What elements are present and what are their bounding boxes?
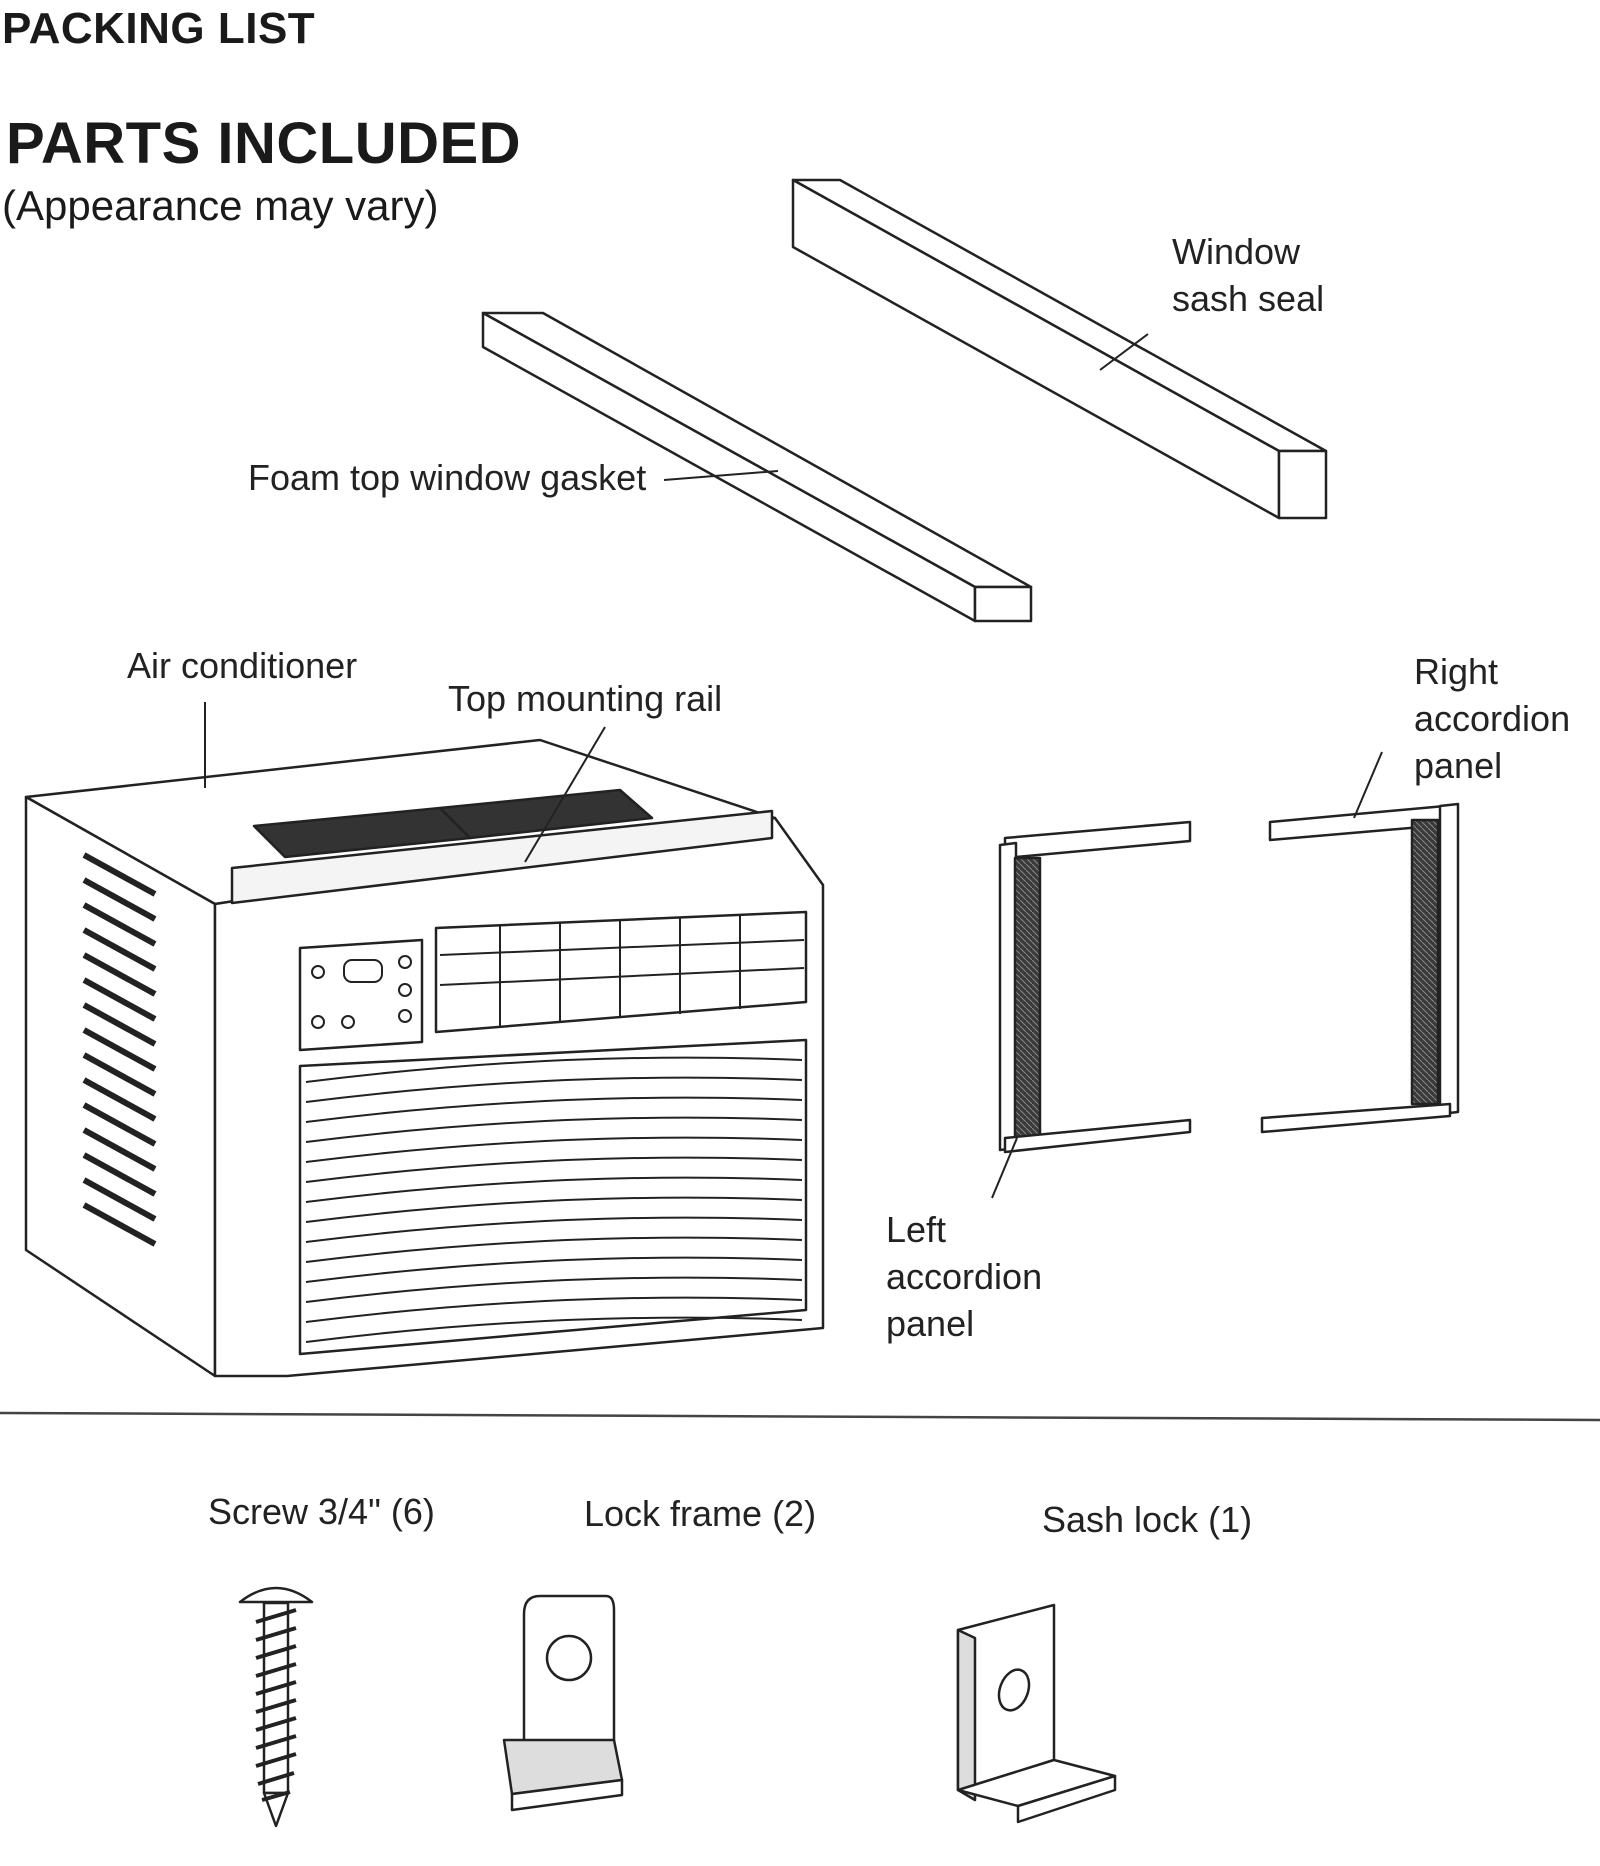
foam-gasket-label: Foam top window gasket bbox=[248, 457, 647, 498]
page-title: PACKING LIST bbox=[2, 4, 316, 53]
right-accordion-panel-leader bbox=[1353, 751, 1383, 819]
right-accordion-panel-drawing bbox=[1260, 802, 1460, 1134]
ac-vent-louvers bbox=[439, 915, 805, 1026]
left-accordion-panel-drawing bbox=[998, 820, 1192, 1154]
left-accordion-panel-leader bbox=[991, 1137, 1018, 1199]
section-title: PARTS INCLUDED bbox=[6, 111, 522, 176]
right-accordion-panel-label: Right accordion panel bbox=[1414, 651, 1571, 786]
screw-label: Screw 3/4" (6) bbox=[208, 1491, 435, 1532]
air-conditioner-label: Air conditioner bbox=[127, 645, 358, 686]
sash-lock-label: Sash lock (1) bbox=[1042, 1499, 1253, 1540]
top-mounting-rail-label: Top mounting rail bbox=[448, 678, 723, 719]
top-mounting-rail-leader bbox=[524, 726, 606, 863]
screw-threads bbox=[255, 1608, 297, 1802]
foam-gasket-bar bbox=[481, 311, 1033, 623]
window-sash-seal-bar bbox=[791, 178, 1328, 520]
ac-side-vents bbox=[82, 852, 157, 1247]
lock-frame-label: Lock frame (2) bbox=[584, 1493, 817, 1534]
appearance-note: (Appearance may vary) bbox=[2, 182, 439, 229]
window-sash-seal-label: Window sash seal bbox=[1172, 231, 1325, 319]
lock-frame-icon bbox=[502, 1594, 624, 1812]
air-conditioner-drawing bbox=[24, 738, 825, 1378]
ac-front-grille bbox=[305, 1056, 803, 1343]
left-accordion-panel-label: Left accordion panel bbox=[886, 1209, 1043, 1344]
sash-lock-icon bbox=[956, 1603, 1117, 1824]
window-sash-seal-leader bbox=[1099, 333, 1149, 371]
section-divider bbox=[0, 1411, 1600, 1422]
ac-control-buttons bbox=[311, 955, 412, 1029]
foam-gasket-leader bbox=[663, 470, 779, 481]
